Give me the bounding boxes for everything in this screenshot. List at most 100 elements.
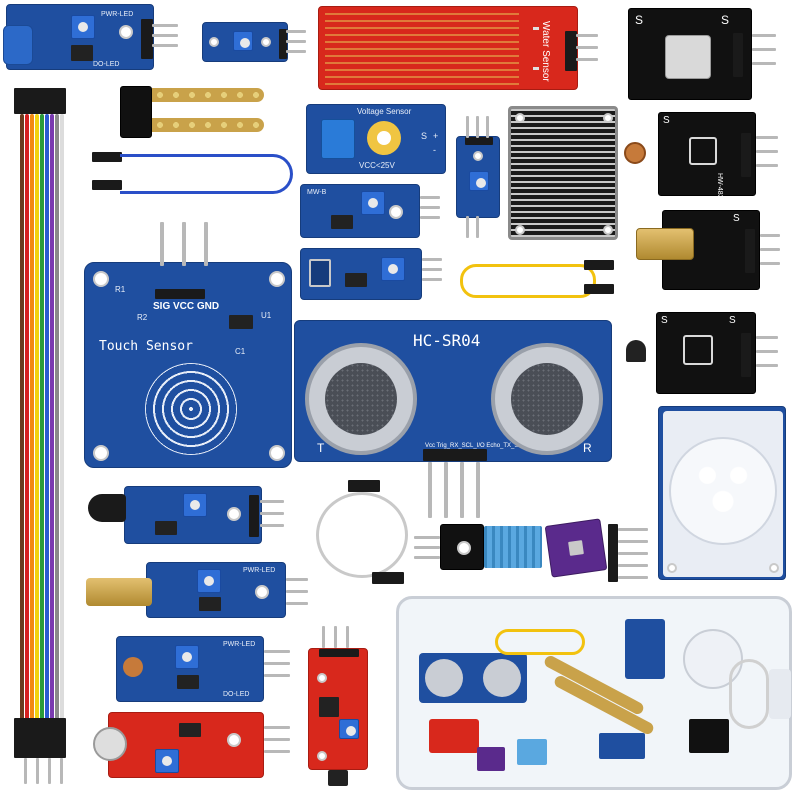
- voltage-vcc-label: VCC<25V: [359, 161, 395, 170]
- wire-white: [60, 114, 64, 754]
- header-pin: [286, 602, 308, 605]
- wire-connector: [92, 180, 122, 190]
- s-mark: S: [721, 13, 730, 27]
- touch-c1-label: C1: [235, 347, 246, 356]
- header-pin: [264, 750, 290, 753]
- header-pin: [420, 196, 440, 199]
- potentiometer: [175, 645, 199, 669]
- header-pin: [152, 24, 178, 27]
- temperature-transistor: [626, 340, 646, 362]
- header-pin: [420, 206, 440, 209]
- chip: [331, 215, 353, 229]
- header-pin: [756, 136, 778, 139]
- box-white-wire: [729, 659, 769, 729]
- wire-purple: [50, 114, 54, 754]
- mount-ring-center: [377, 131, 391, 145]
- box-yellow-wire: [495, 629, 585, 655]
- component-square: [683, 335, 713, 365]
- potentiometer: [183, 493, 207, 517]
- hcsr04-r-label: R: [583, 441, 592, 455]
- header-pin: [182, 222, 186, 266]
- header-pin: [260, 512, 284, 515]
- chip: [345, 273, 367, 287]
- header-pin: [322, 626, 325, 648]
- header-pin: [422, 258, 442, 261]
- box-red-module: [429, 719, 479, 753]
- header-pin: [460, 462, 464, 518]
- smd-resistor: [533, 27, 539, 30]
- wire-orange: [30, 114, 34, 754]
- mount-hole: [255, 585, 269, 599]
- do-led-label: DO-LED: [93, 61, 120, 68]
- pin-header: [141, 19, 153, 59]
- mount-hole: [769, 563, 779, 573]
- header-pin: [752, 34, 776, 37]
- header-pin: [618, 552, 648, 555]
- header-pin: [476, 462, 480, 518]
- module-potentiometer-mid-1: MW-B: [300, 184, 420, 238]
- voltage-sensor-label: Voltage Sensor: [357, 107, 412, 116]
- tilt-sensor-module: PWR-LED: [146, 562, 286, 618]
- header-pin: [260, 500, 284, 503]
- module-vertical-small: [456, 136, 500, 218]
- touch-u1-label: U1: [261, 311, 272, 320]
- s-mark: S: [729, 315, 736, 326]
- cable-bottom-pin: [60, 758, 63, 784]
- dht11-sensor: [484, 526, 542, 568]
- box-blue-module-small: [599, 733, 645, 759]
- box-latch: [769, 669, 791, 719]
- box-purple-module: [477, 747, 505, 771]
- header-pin: [260, 524, 284, 527]
- black-module-s-top: S S: [628, 8, 752, 100]
- header-pin: [422, 278, 442, 281]
- header-pin: [160, 222, 164, 266]
- mount-hole: [93, 271, 109, 287]
- water-sensor-module: Water Sensor: [318, 6, 578, 90]
- pir-dome: [669, 437, 777, 545]
- s-mark: S: [635, 13, 644, 27]
- mount-hole: [317, 673, 327, 683]
- microphone: [93, 727, 127, 761]
- soil-moisture-probe-head: [120, 86, 152, 138]
- mount-hole: [457, 541, 471, 555]
- laser-head: [636, 228, 694, 260]
- wire-brown: [20, 114, 24, 754]
- microphone-module-red: [93, 712, 264, 778]
- header-pin: [466, 216, 469, 238]
- mount-hole: [389, 205, 403, 219]
- mount-hole: [473, 151, 483, 161]
- header-pin: [618, 528, 648, 531]
- wire-connector: [92, 152, 122, 162]
- dht11-module: [440, 524, 484, 570]
- hall-sensor-element: [328, 770, 348, 786]
- mount-hole: [269, 271, 285, 287]
- wire-red: [25, 114, 29, 754]
- box-dht11: [517, 739, 547, 765]
- mount-hole: [317, 751, 327, 761]
- potentiometer: [361, 191, 385, 215]
- wire-connector: [348, 480, 380, 492]
- comparator-chip: [71, 45, 93, 61]
- potentiometer: [155, 749, 179, 773]
- wire-yellow-loop: [460, 264, 596, 298]
- wire-connector: [584, 260, 614, 270]
- pin-header: [733, 33, 743, 77]
- transducer-left: [305, 343, 417, 455]
- pwr-led-label: PWR-LED: [101, 11, 134, 18]
- header-pin: [286, 30, 306, 33]
- hcsr04-t-label: T: [317, 441, 325, 455]
- temperature-sensor-module: S S: [656, 312, 756, 394]
- s-mark: S: [663, 115, 670, 126]
- voltage-plus-label: +: [433, 131, 439, 141]
- water-sensor-label: Water Sensor: [540, 21, 551, 82]
- header-pin: [286, 40, 306, 43]
- chip: [155, 521, 177, 535]
- hw483-label: HW-483 V0.2: [716, 173, 723, 215]
- box-transducer: [483, 659, 521, 697]
- screw-terminal: [321, 119, 355, 159]
- tilt-switch: [665, 35, 711, 79]
- soil-probe-fork-2: [152, 118, 264, 132]
- light-sensor-module: PWR-LED DO-LED: [116, 636, 264, 702]
- potentiometer: [469, 171, 489, 191]
